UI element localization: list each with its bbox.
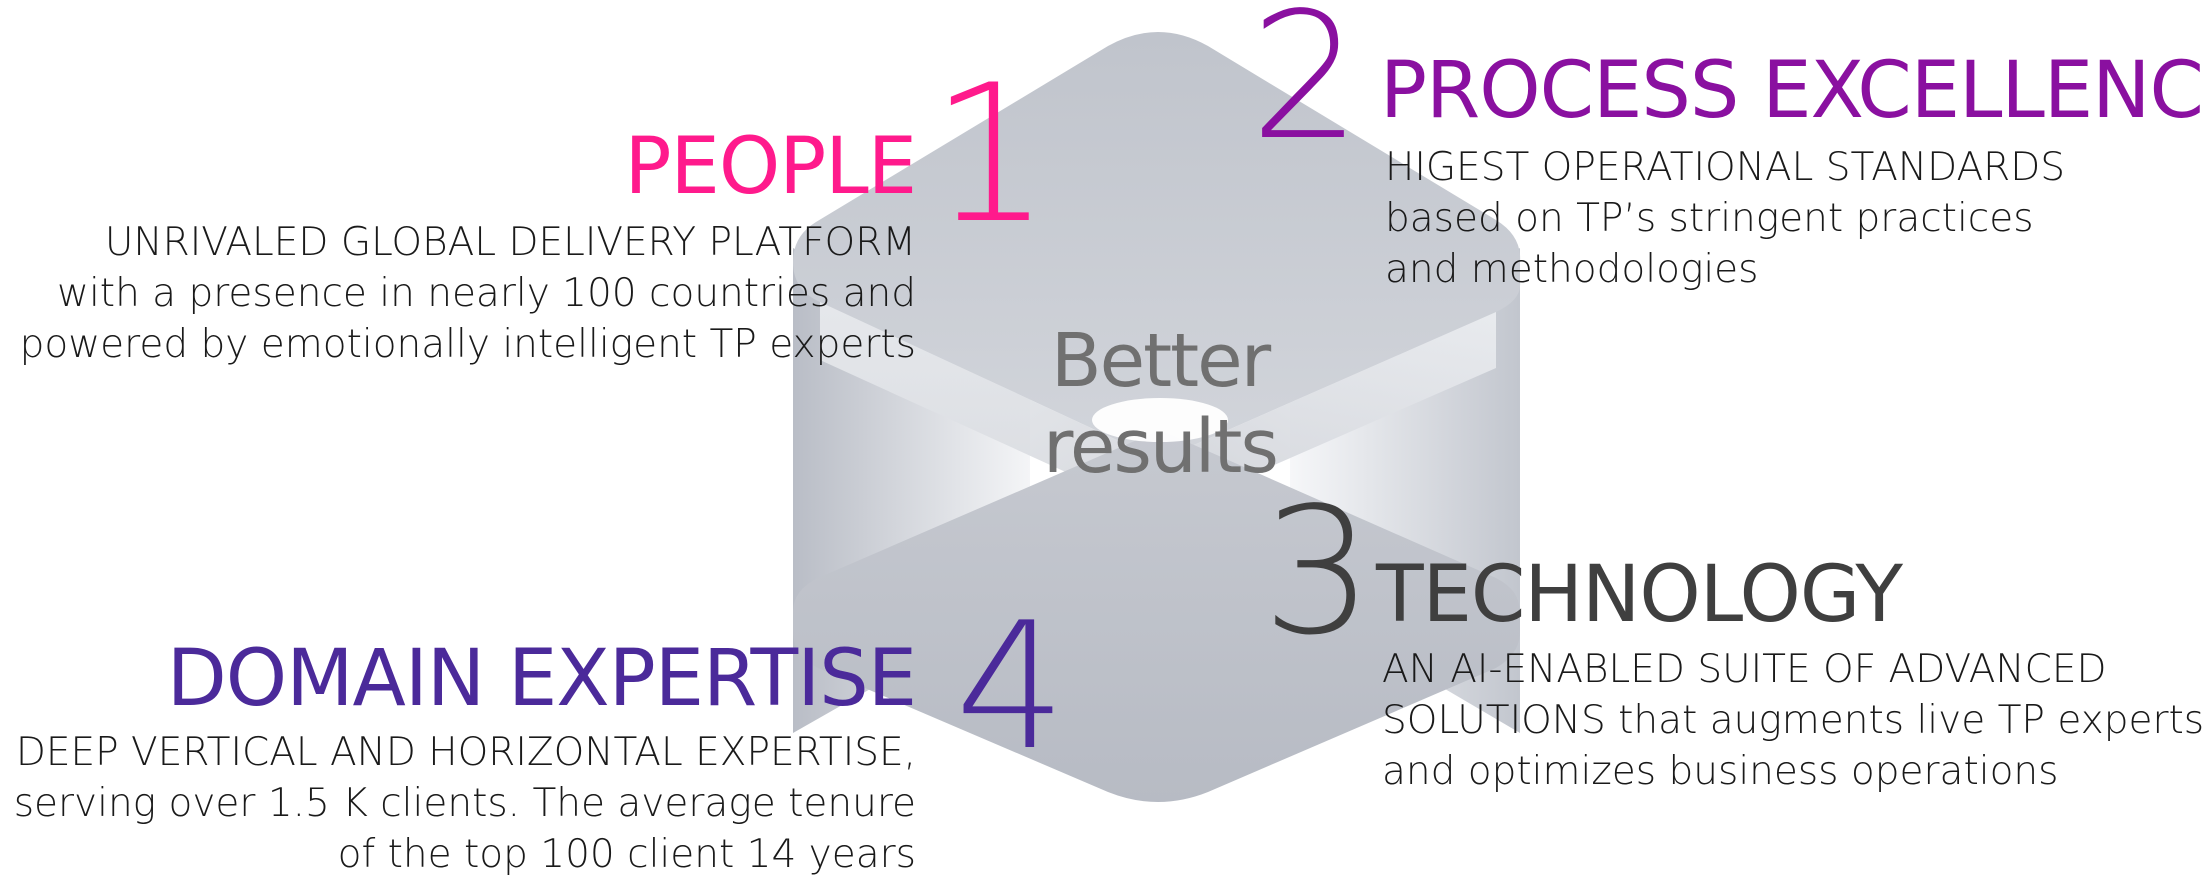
process-desc-line-2: based on TP’s stringent practices — [1385, 196, 2034, 241]
domain-number: 4 — [955, 586, 1067, 789]
domain-desc-line-2: serving over 1.5 K clients. The average … — [13, 781, 916, 826]
technology-number: 3 — [1262, 471, 1374, 674]
process-description: HIGEST OPERATIONAL STANDARDS based on TP… — [1385, 142, 2065, 295]
center-label-line1: Better — [1050, 318, 1271, 404]
people-number: 1 — [930, 44, 1051, 265]
band-top-face — [793, 32, 1521, 460]
domain-title: DOMAIN EXPERTISE — [166, 634, 917, 724]
center-label-line2: results — [1043, 404, 1279, 490]
center-label: Better results — [1000, 318, 1320, 490]
people-title: PEOPLE — [624, 122, 917, 212]
process-desc-line-3: and methodologies — [1385, 247, 1759, 292]
process-desc-line-1: HIGEST OPERATIONAL STANDARDS — [1385, 145, 2066, 190]
people-desc-line-1: UNRIVALED GLOBAL DELIVERY PLATFORM — [104, 220, 916, 265]
people-desc-line-2: with a presence in nearly 100 countries … — [57, 271, 916, 316]
domain-description: DEEP VERTICAL AND HORIZONTAL EXPERTISE, … — [14, 727, 916, 880]
technology-title: TECHNOLOGY — [1376, 550, 1903, 640]
technology-desc-line-1: AN AI-ENABLED SUITE OF ADVANCED — [1382, 647, 2107, 692]
band-twist-left — [820, 302, 1160, 515]
technology-desc-line-3: and optimizes business operations — [1382, 749, 2059, 794]
process-number: 2 — [1250, 0, 1362, 179]
process-title: PROCESS EXCELLENCE — [1380, 46, 2209, 136]
people-desc-line-3: powered by emotionally intelligent TP ex… — [19, 322, 916, 367]
band-twist-right — [1160, 312, 1496, 515]
people-description: UNRIVALED GLOBAL DELIVERY PLATFORM with … — [20, 217, 916, 370]
band-center-highlight — [1092, 398, 1228, 442]
technology-desc-line-2: SOLUTIONS that augments live TP experts — [1382, 698, 2205, 743]
band-bottom-face — [793, 430, 1520, 802]
domain-desc-line-1: DEEP VERTICAL AND HORIZONTAL EXPERTISE, — [15, 730, 916, 775]
domain-desc-line-3: of the top 100 client 14 years — [337, 832, 916, 877]
technology-description: AN AI-ENABLED SUITE OF ADVANCED SOLUTION… — [1382, 644, 2204, 797]
